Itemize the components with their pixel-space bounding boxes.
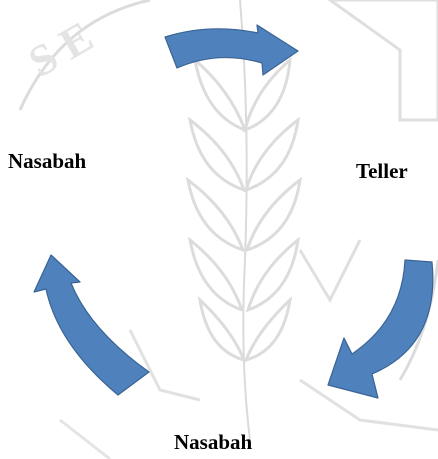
arrow-nasabah-to-teller [165, 25, 298, 75]
arrow-nasabah-bottom-to-left [34, 255, 149, 395]
node-label-teller: Teller [356, 161, 408, 182]
node-label-nasabah-bottom: Nasabah [174, 432, 252, 453]
svg-text:S E: S E [21, 12, 102, 87]
arrow-teller-to-nasabah [328, 260, 433, 398]
node-label-nasabah-left: Nasabah [8, 151, 86, 172]
